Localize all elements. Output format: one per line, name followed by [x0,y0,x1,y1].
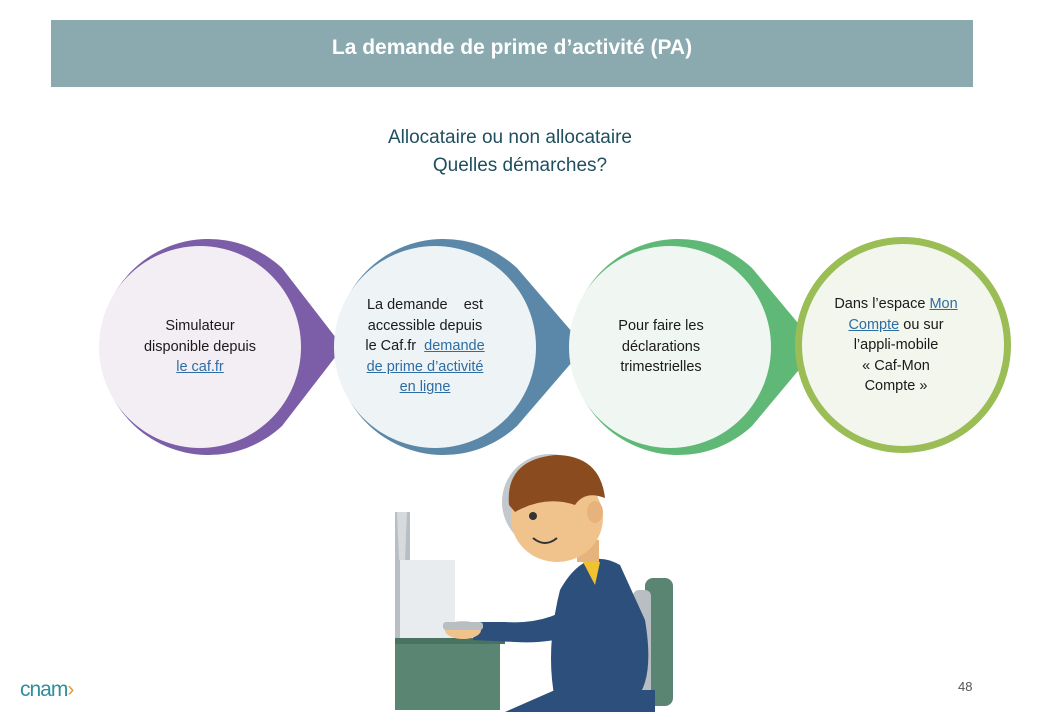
step-4-line-5: Compte » [864,378,928,394]
subtitle-line-2: Quelles démarches? [432,155,608,176]
step-4-line-4: « Caf-Mon [862,357,930,374]
caf-fr-link[interactable]: le caf.fr [176,359,224,375]
step-1-line-2: disponible depuis [143,338,257,355]
page-number: 48 [958,679,973,694]
cnam-logo: cnam› [20,678,74,701]
step-2-text: La demande est accessible depuis le Caf.… [340,295,510,398]
process-flow [99,237,1011,455]
step-4-inner [802,244,1004,446]
step-3-text: Pour faire les déclarations trimestriell… [576,316,746,378]
person-at-computer-icon [395,454,673,712]
step-4-prefix: Dans l’espace [834,296,926,312]
step-3-line-3: trimestrielles [620,359,702,375]
demande-link-part-2[interactable]: de prime d’activité [366,358,484,375]
step-1-text: Simulateur disponible depuis le caf.fr [115,316,285,378]
step-4-text: Dans l’espace Mon Compte ou sur l’appli-… [811,294,981,397]
slide-title: La demande de prime d’activité (PA) [331,35,693,59]
step-2-line-2: accessible depuis [367,317,483,334]
step-3-inner [569,246,771,448]
mon-compte-link-part-2[interactable]: Compte [848,316,900,333]
step-3-line-1: Pour faire les [618,318,704,334]
demande-link-part-1[interactable]: demande [424,338,485,354]
step-3-line-2: déclarations [621,338,701,355]
step-4-suffix: ou sur [903,316,944,333]
step-2-line-3: le Caf.fr [365,338,417,354]
step-1-line-1: Simulateur [165,318,235,334]
mon-compte-link-part-1[interactable]: Mon [929,296,958,312]
header-bar: La demande de prime d’activité (PA) [51,20,973,87]
demande-link-part-3[interactable]: en ligne [399,379,451,395]
step-4-line-3: l’appli-mobile [853,337,939,353]
subtitle-line-1: Allocataire ou non allocataire [388,127,632,148]
step-2-line-1: La demande est [366,297,484,313]
step-2-inner [334,246,536,448]
step-1-inner [99,246,301,448]
